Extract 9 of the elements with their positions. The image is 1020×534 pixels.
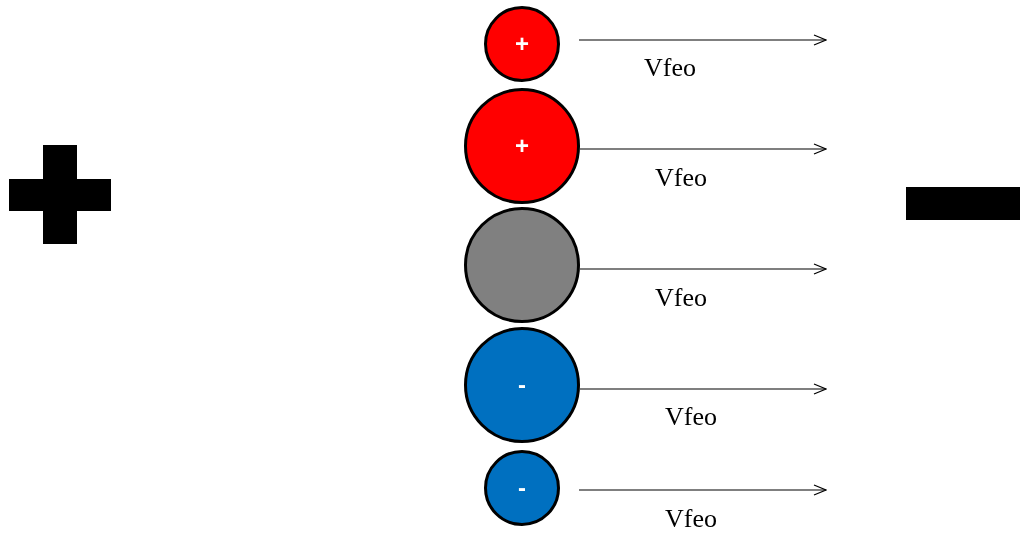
velocity-label: Vfeo	[655, 285, 707, 311]
charge-sign: -	[518, 476, 526, 500]
velocity-label: Vfeo	[644, 55, 696, 81]
velocity-label: Vfeo	[665, 506, 717, 532]
charge-sign: -	[518, 373, 526, 397]
velocity-label: Vfeo	[655, 165, 707, 191]
charge-sign: +	[515, 134, 529, 158]
velocity-label: Vfeo	[665, 404, 717, 430]
charge-sign: +	[515, 32, 529, 56]
